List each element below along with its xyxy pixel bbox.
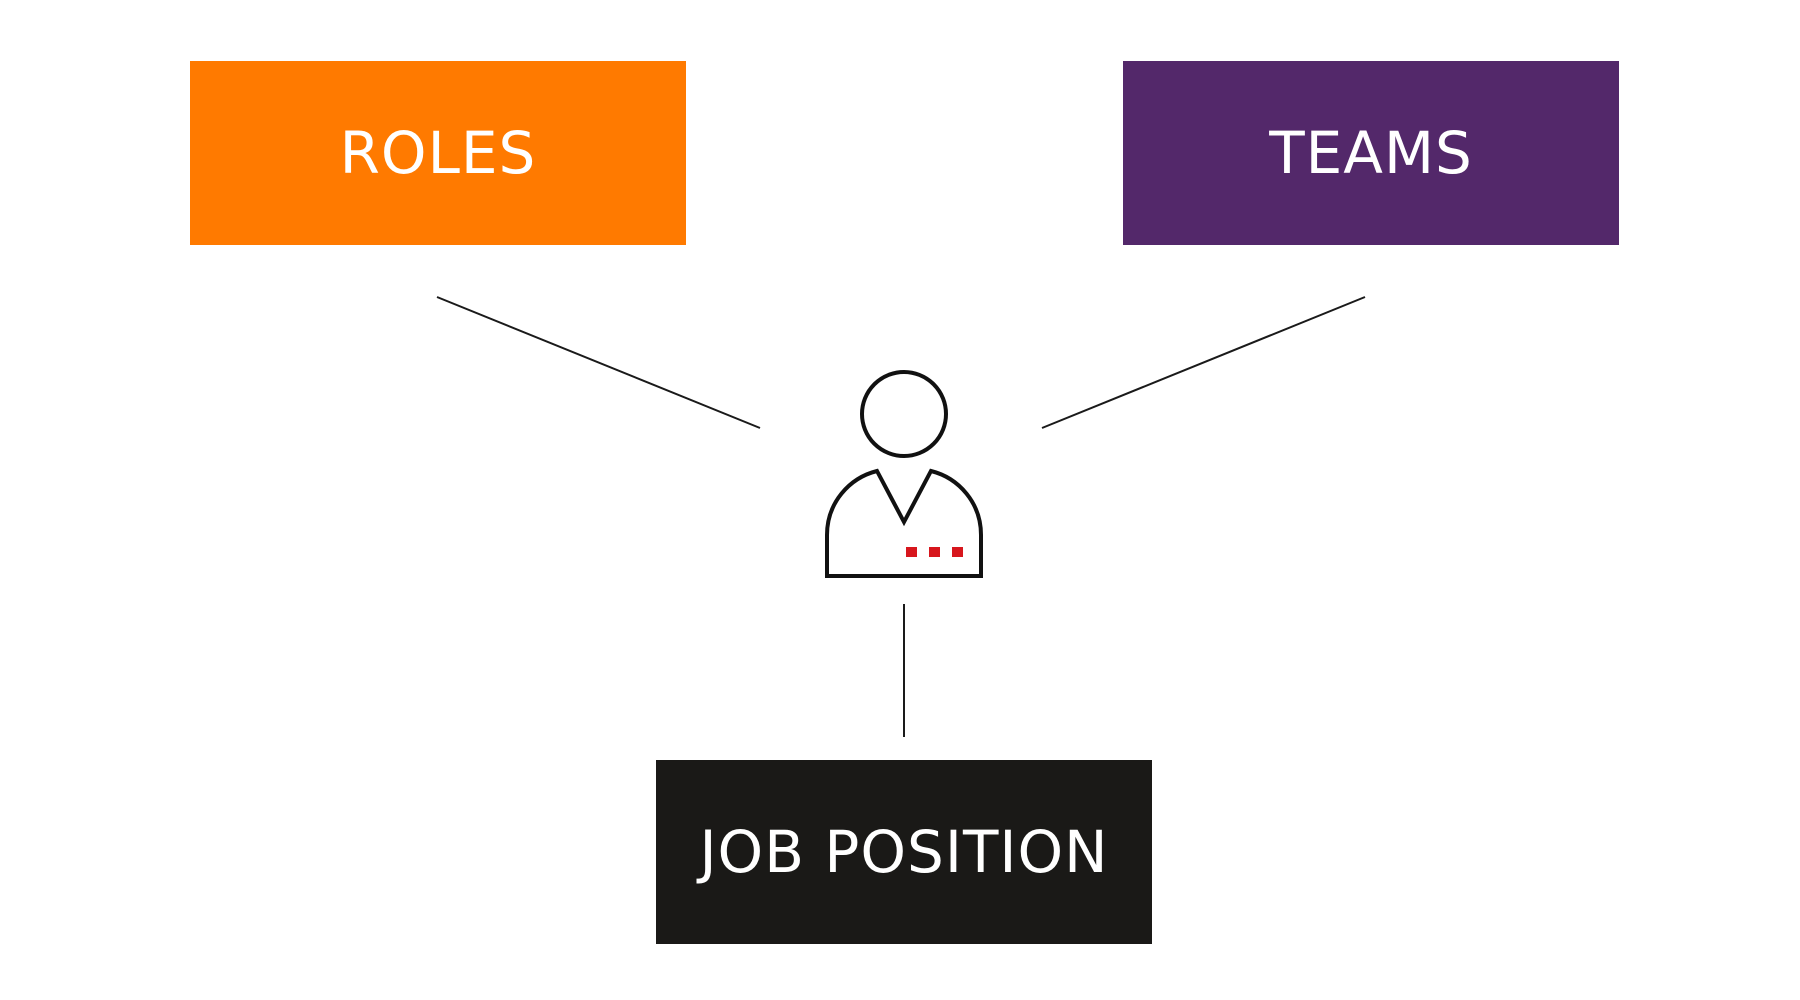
person-badge-dot-2 — [929, 547, 940, 557]
teams-box: TEAMS — [1123, 61, 1619, 245]
person-badge-dot-1 — [906, 547, 917, 557]
connector-teams — [1041, 296, 1366, 429]
roles-label: ROLES — [339, 119, 537, 187]
connector-roles — [436, 296, 761, 429]
roles-box: ROLES — [190, 61, 686, 245]
person-icon — [825, 370, 983, 578]
job-position-box: JOB POSITION — [656, 760, 1152, 944]
teams-label: TEAMS — [1269, 119, 1473, 187]
job-position-label: JOB POSITION — [699, 818, 1109, 886]
person-body — [825, 468, 983, 578]
person-badge-dot-3 — [952, 547, 963, 557]
person-head — [860, 370, 948, 458]
